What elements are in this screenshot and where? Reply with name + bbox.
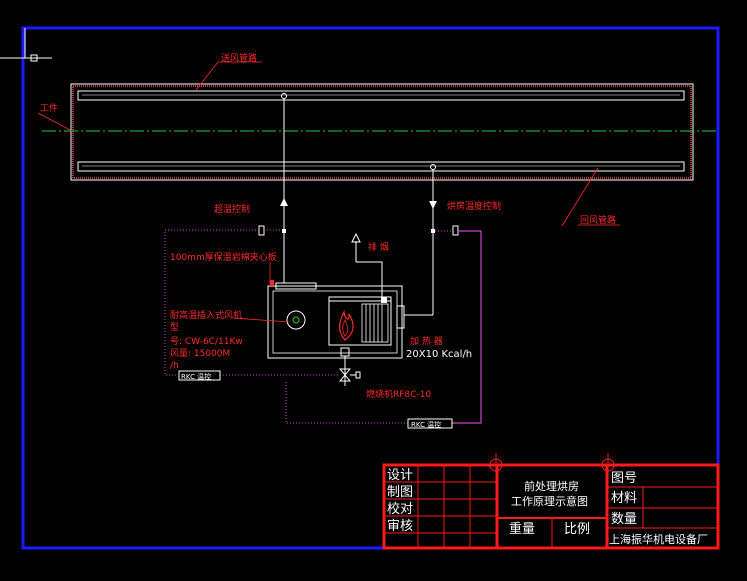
supply-duct-pipe: [77, 90, 685, 101]
cad-crosshair-cursor: [0, 28, 52, 62]
check-label: 校对: [387, 501, 413, 517]
work-label: 工件: [40, 102, 58, 114]
fan-label-2: 型: [170, 322, 179, 333]
return-duct-label: 回风管路: [580, 214, 616, 226]
fan-icon: [286, 310, 306, 330]
title-block: [382, 453, 720, 550]
insulation-label: 100mm厚保温岩棉夹心板: [170, 251, 277, 263]
heating-unit: [267, 280, 405, 359]
fan-airflow-unit-label: /h: [170, 361, 179, 371]
oven-temp-control-label: 烘房温度控制: [447, 200, 501, 212]
oven-temp-sensor: [404, 164, 437, 316]
burner: [338, 347, 361, 386]
drawing-title-line-1: 前处理烘房: [524, 479, 579, 493]
fan-label-1: 耐高温插入式风机: [170, 309, 242, 321]
supply-duct-label: 送风管路: [221, 52, 257, 64]
control-wiring: [164, 229, 482, 424]
rkc-controller-1: [178, 370, 221, 381]
drawing-title-line-2: 工作原理示意图: [511, 494, 588, 508]
material-label: 材料: [611, 491, 637, 506]
return-duct-pipe: [77, 161, 685, 172]
exhaust-pipe: [351, 232, 383, 299]
quantity-label: 数量: [611, 512, 637, 527]
drawing-number-label: 图号: [611, 471, 637, 486]
review-label: 审核: [387, 519, 413, 534]
company-name: 上海振华机电设备厂: [609, 532, 708, 546]
rkc-controller-2-label: RKC 温控: [411, 420, 441, 429]
fan-model-label: 号: CW-6C/11Kw: [170, 336, 243, 347]
heat-exchanger: [361, 303, 389, 343]
rkc-controller-2: [407, 418, 453, 429]
burner-label: 燃烧机RF8C-10: [366, 388, 431, 400]
scale-label: 比例: [564, 522, 590, 537]
over-temp-terminal: [258, 225, 265, 236]
over-temp-control-label: 超温控制: [214, 203, 250, 215]
design-label: 设计: [387, 468, 413, 483]
heater-label: 加 热 器: [410, 335, 443, 347]
exhaust-label: 排 烟: [368, 241, 389, 253]
heater-capacity-label: 20X10 Kcal/h: [406, 349, 472, 360]
drawing-label: 制图: [387, 485, 413, 500]
flame-icon: [339, 309, 354, 341]
oven-temp-terminal: [452, 225, 459, 236]
over-temp-sensor: [280, 93, 288, 283]
rkc-controller-1-label: RKC 温控: [181, 372, 211, 381]
weight-label: 重量: [509, 521, 535, 537]
drawing-border: [21, 26, 720, 550]
fan-airflow-label: 风量: 15000M: [170, 348, 230, 359]
oven-duct: [42, 83, 718, 181]
